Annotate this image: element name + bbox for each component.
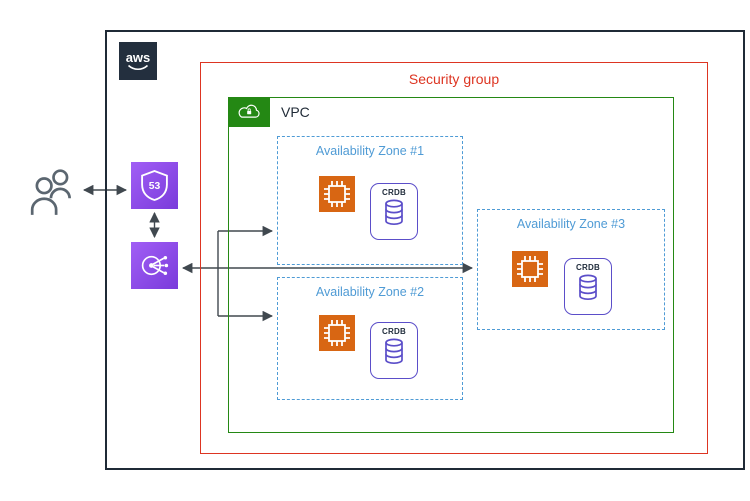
ec2-instance-icon: [319, 176, 355, 212]
availability-zone-1-label: Availability Zone #1: [315, 144, 425, 158]
aws-logo: aws: [119, 42, 157, 80]
crdb-label: CRDB: [382, 188, 406, 197]
crdb-label: CRDB: [382, 327, 406, 336]
crdb-node: CRDB: [370, 322, 418, 379]
database-icon: [385, 338, 403, 365]
availability-zone-3-label: Availability Zone #3: [516, 217, 626, 231]
route53-number: 53: [149, 181, 161, 192]
aws-logo-text: aws: [125, 49, 151, 65]
crdb-label: CRDB: [576, 263, 600, 272]
database-icon: [579, 274, 597, 301]
load-balancer-icon: [131, 242, 178, 289]
aws-cloud-container: aws Security group VPC A: [105, 30, 745, 470]
crdb-node: CRDB: [370, 183, 418, 240]
vpc-label: VPC: [281, 104, 310, 120]
vpc-boundary: VPC Availability Zone #1 CRDB: [227, 96, 674, 433]
availability-zone-3: Availability Zone #3 CRDB: [477, 209, 665, 330]
users-icon: [28, 166, 78, 218]
database-icon: [385, 199, 403, 226]
ec2-instance-icon: [512, 251, 548, 287]
security-group-boundary: Security group VPC Availability Zone #1: [200, 62, 708, 454]
availability-zone-2-label: Availability Zone #2: [315, 285, 425, 299]
security-group-label: Security group: [408, 71, 500, 87]
ec2-instance-icon: [319, 315, 355, 351]
aws-smile-icon: [127, 64, 149, 70]
availability-zone-1: Availability Zone #1 CRDB: [277, 136, 463, 265]
availability-zone-2: Availability Zone #2 CRDB: [277, 277, 463, 400]
vpc-icon: [227, 96, 270, 127]
route53-icon: 53: [131, 162, 178, 209]
crdb-node: CRDB: [564, 258, 612, 315]
